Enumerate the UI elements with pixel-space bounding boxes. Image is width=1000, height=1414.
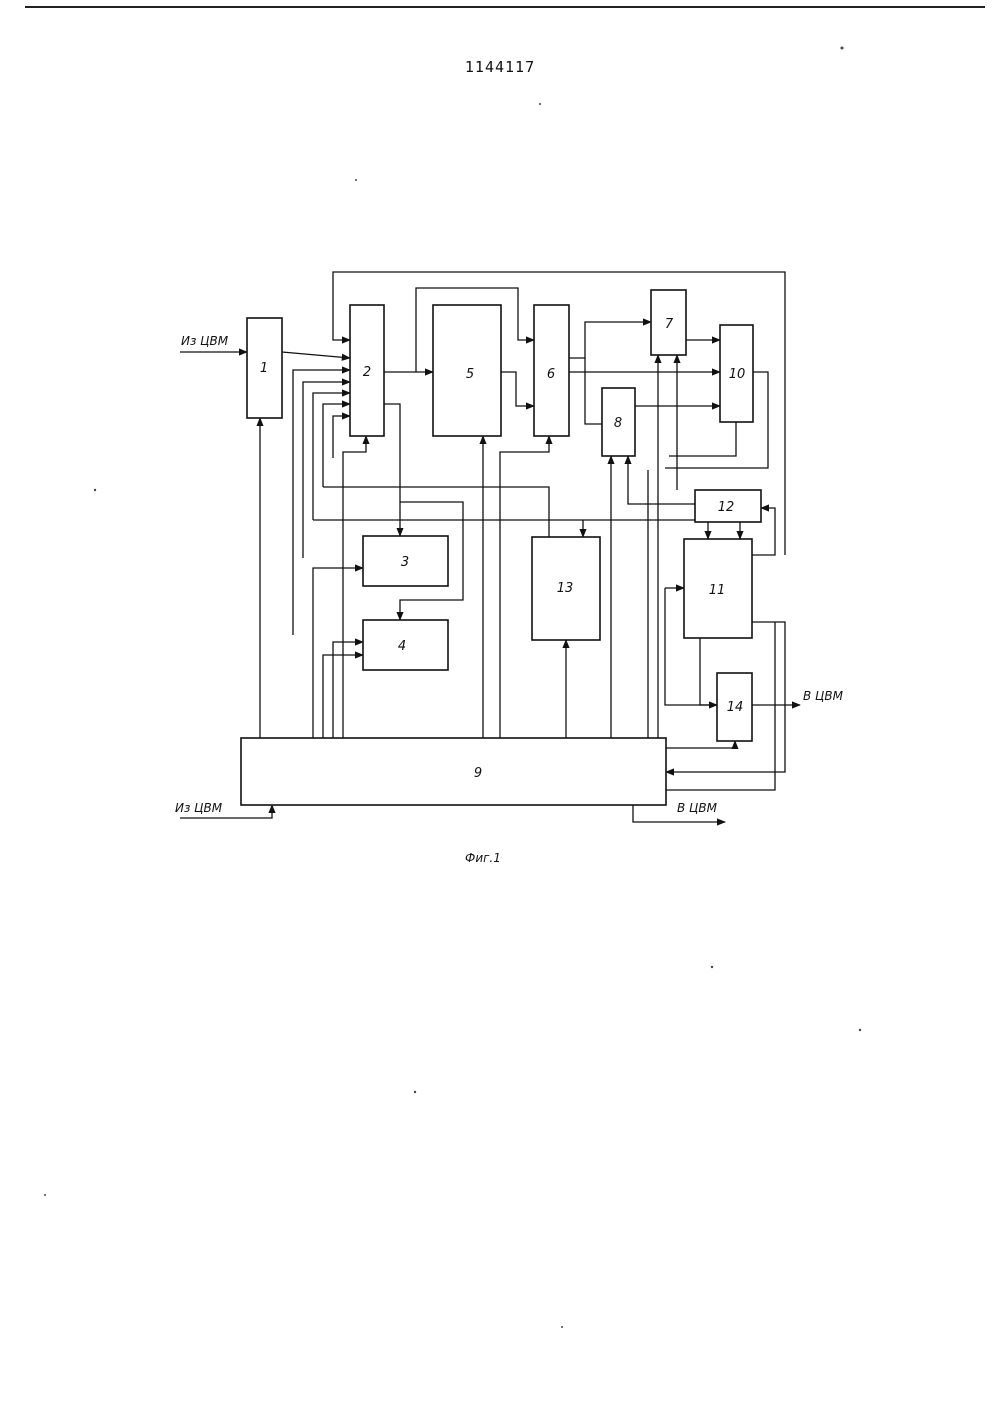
block-13-label: 13	[557, 581, 574, 596]
block-5-label: 5	[466, 367, 474, 382]
block-3-label: 3	[401, 555, 409, 570]
output-label-right: В ЦВМ	[803, 689, 844, 703]
block-4-label: 4	[398, 639, 406, 654]
input-label-top: Из ЦВМ	[181, 334, 229, 348]
block-13: 13	[532, 537, 600, 640]
block-1: 1	[247, 318, 282, 418]
block-9: 9	[241, 738, 666, 805]
block-12: 12	[695, 490, 761, 522]
block-4: 4	[363, 620, 448, 670]
block-11-label: 11	[709, 583, 726, 598]
block-8: 8	[602, 388, 635, 456]
block-1-label: 1	[260, 361, 268, 376]
block-6-label: 6	[547, 367, 555, 382]
input-label-bottom: Из ЦВМ	[175, 801, 223, 815]
block-8-label: 8	[614, 416, 622, 431]
block-6: 6	[534, 305, 569, 436]
block-3: 3	[363, 536, 448, 586]
block-11: 11	[684, 539, 752, 638]
block-14: 14	[717, 673, 752, 741]
block-10: 10	[720, 325, 753, 422]
block-7: 7	[651, 290, 686, 355]
block-10-label: 10	[729, 367, 746, 382]
figure-caption: Фиг.1	[465, 851, 501, 865]
block-2-label: 2	[363, 365, 371, 380]
block-14-label: 14	[727, 700, 744, 715]
block-2: 2	[350, 305, 384, 436]
block-9-label: 9	[474, 766, 482, 781]
block-12-label: 12	[718, 500, 735, 515]
output-label-bottom: В ЦВМ	[677, 801, 718, 815]
block-7-label: 7	[665, 317, 674, 332]
block-5: 5	[433, 305, 501, 436]
